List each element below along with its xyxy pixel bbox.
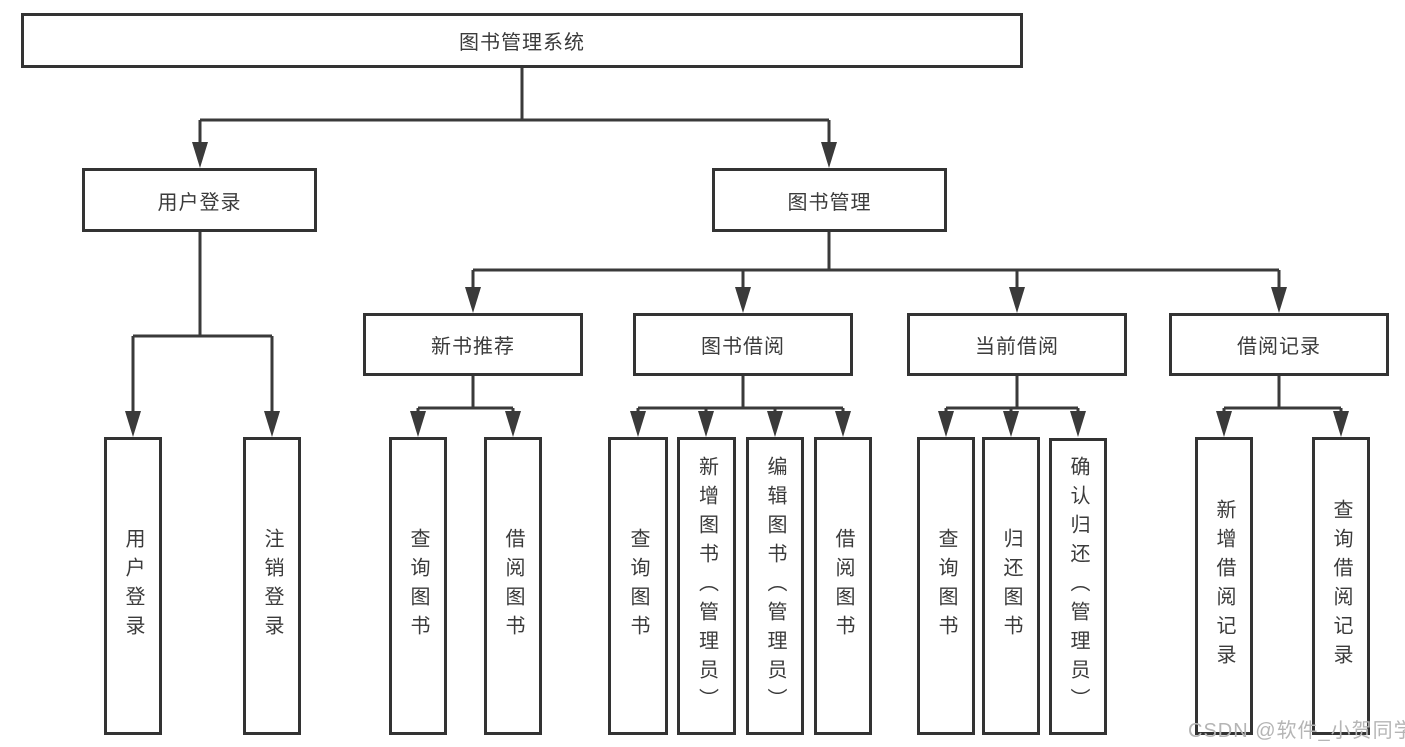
leaf-current-query-books: 查询图书 [917, 437, 975, 735]
arrowhead-icon [192, 142, 208, 168]
arrowhead-icon [835, 411, 851, 437]
leaf-recommend-borrow-books: 借阅图书 [484, 437, 542, 735]
arrowhead-icon [1070, 411, 1086, 437]
node-book-borrow: 图书借阅 [633, 313, 853, 376]
node-borrow-records: 借阅记录 [1169, 313, 1389, 376]
node-user-login-branch: 用户登录 [82, 168, 317, 232]
arrowhead-icon [767, 411, 783, 437]
leaf-borrow-books: 借阅图书 [814, 437, 872, 735]
arrowhead-icon [125, 411, 141, 437]
node-current-borrow: 当前借阅 [907, 313, 1127, 376]
leaf-return-books: 归还图书 [982, 437, 1040, 735]
csdn-watermark: CSDN @软件_小贺同学 [1188, 720, 1405, 742]
leaf-logout: 注销登录 [243, 437, 301, 735]
node-new-book-recommend: 新书推荐 [363, 313, 583, 376]
arrowhead-icon [735, 287, 751, 313]
leaf-confirm-return-admin: 确认归还（管理员） [1049, 438, 1107, 735]
arrowhead-icon [1216, 411, 1232, 437]
arrowhead-icon [630, 411, 646, 437]
arrowhead-icon [1271, 287, 1287, 313]
leaf-query-borrow-record: 查询借阅记录 [1312, 437, 1370, 735]
arrowhead-icon [410, 411, 426, 437]
leaf-recommend-query-books: 查询图书 [389, 437, 447, 735]
arrowhead-icon [1003, 411, 1019, 437]
arrowhead-icon [505, 411, 521, 437]
connector-path [131, 68, 1343, 413]
leaf-add-books-admin: 新增图书（管理员） [677, 437, 736, 735]
arrowhead-icon [1009, 287, 1025, 313]
arrowheads [125, 142, 1349, 437]
node-book-management: 图书管理 [712, 168, 947, 232]
arrowhead-icon [264, 411, 280, 437]
arrowhead-icon [938, 411, 954, 437]
arrowhead-icon [1333, 411, 1349, 437]
leaf-edit-books-admin: 编辑图书（管理员） [746, 437, 804, 735]
arrowhead-icon [821, 142, 837, 168]
leaf-user-login: 用户登录 [104, 437, 162, 735]
leaf-borrow-query-books: 查询图书 [608, 437, 668, 735]
arrowhead-icon [465, 287, 481, 313]
arrowhead-icon [698, 411, 714, 437]
leaf-add-borrow-record: 新增借阅记录 [1195, 437, 1253, 735]
node-root: 图书管理系统 [21, 13, 1023, 68]
